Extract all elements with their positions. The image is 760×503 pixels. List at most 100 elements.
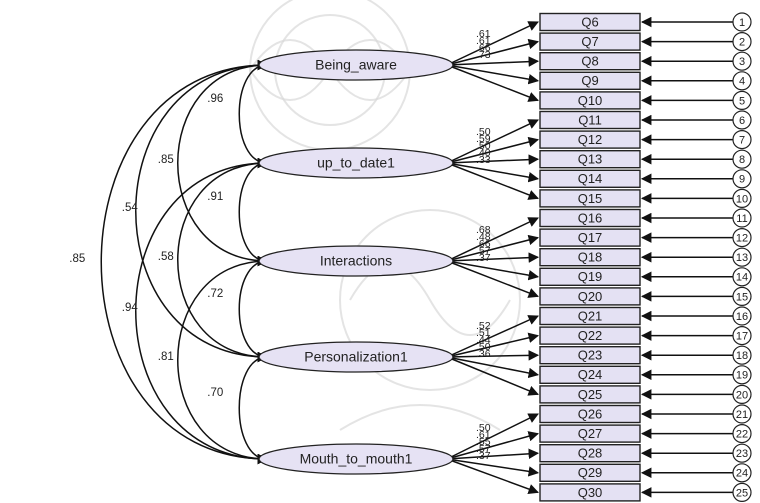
error-label-9: 9 [739, 174, 745, 186]
observed-box-Q22 [539, 326, 641, 345]
error-label-23: 23 [736, 448, 748, 460]
error-label-20: 20 [736, 389, 748, 401]
loading-arrow-Q14 [446, 162, 540, 183]
loading-arrow-Q29 [446, 458, 540, 477]
loading-arrow-Q7 [446, 38, 540, 66]
latent-label-Personalization1: Personalization1 [304, 349, 408, 365]
error-circle-21 [732, 404, 752, 424]
error-circle-19 [732, 365, 752, 385]
observed-box-Q30 [539, 483, 641, 502]
latent-ellipse-Mouth_to_mouth1 [258, 443, 454, 475]
error-label-24: 24 [736, 468, 748, 480]
loading-value-Q21: .52 [476, 320, 491, 332]
observed-label-Q27: Q27 [578, 426, 603, 441]
observed-box-Q10 [539, 91, 641, 110]
loading-arrow-Q21 [446, 315, 539, 358]
loading-arrow-Q18 [446, 252, 540, 263]
covariance-value-L1-L2: .96 [207, 93, 223, 105]
loading-arrow-Q9 [446, 64, 540, 85]
observed-label-Q22: Q22 [578, 328, 603, 343]
observed-label-Q20: Q20 [578, 289, 603, 304]
observed-label-Q11: Q11 [578, 112, 602, 127]
latent-ellipse-Interactions [258, 245, 454, 277]
observed-label-Q7: Q7 [581, 34, 598, 49]
loading-arrow-Q20 [446, 260, 539, 298]
latent-ellipse-up_to_date1 [258, 147, 454, 179]
error-label-5: 5 [739, 95, 745, 107]
error-circle-2 [732, 31, 752, 52]
covariance-value-L3-L5: .81 [158, 351, 174, 363]
observed-label-Q9: Q9 [581, 73, 598, 88]
error-label-2: 2 [739, 37, 745, 49]
error-circle-12 [732, 228, 752, 248]
latent-label-Being_aware: Being_aware [315, 57, 397, 73]
observed-box-Q24 [539, 365, 641, 384]
error-label-1: 1 [739, 17, 745, 29]
covariance-path-L1-L3 [177, 59, 269, 267]
covariance-value-L2-L3: .91 [207, 191, 223, 203]
loading-value-Q24: .50 [476, 341, 491, 353]
covariance-path-L1-L5 [100, 59, 269, 465]
loading-value-Q29: .57 [476, 443, 491, 455]
observed-label-Q14: Q14 [578, 171, 603, 186]
observed-box-Q29 [539, 463, 641, 482]
covariance-path-L3-L5 [177, 255, 269, 465]
error-circle-7 [732, 130, 752, 150]
observed-box-Q14 [539, 169, 641, 189]
covariance-layer: .96.91.72.70.85.58.81.54.94.85 [69, 59, 269, 465]
loading-value-Q30: .37 [476, 450, 491, 462]
loading-value-Q8: .66 [476, 42, 491, 54]
error-circle-24 [732, 463, 752, 483]
loading-value-Q19: .57 [476, 245, 491, 257]
observed-label-Q18: Q18 [578, 250, 603, 265]
observed-label-Q23: Q23 [578, 348, 603, 363]
loading-arrow-Q13 [446, 154, 540, 165]
error-label-6: 6 [739, 115, 745, 127]
error-label-11: 11 [736, 213, 747, 225]
covariance-path-L2-L3 [238, 157, 269, 267]
loading-value-Q15: .33 [476, 154, 491, 166]
loading-arrow-Q22 [446, 332, 540, 358]
loading-arrow-Q12 [446, 136, 540, 164]
error-label-4: 4 [739, 76, 745, 88]
observed-label-Q19: Q19 [578, 269, 603, 284]
observed-box-Q9 [539, 71, 641, 91]
latent-label-Mouth_to_mouth1: Mouth_to_mouth1 [300, 451, 413, 467]
observed-box-Q12 [539, 130, 641, 149]
loading-value-Q25: .36 [476, 348, 491, 360]
error-circle-14 [732, 267, 752, 287]
observed-label-Q13: Q13 [578, 152, 603, 167]
loading-arrow-Q6 [446, 21, 539, 66]
loading-value-Q23: .44 [476, 334, 491, 346]
error-label-21: 21 [736, 409, 748, 421]
loading-value-Q17: .48 [476, 231, 491, 243]
latent-ellipse-Personalization1 [258, 341, 454, 373]
loading-arrow-Q8 [446, 56, 540, 67]
observed-box-Q7 [539, 32, 641, 51]
error-label-25: 25 [736, 487, 748, 499]
latent-label-up_to_date1: up_to_date1 [317, 155, 395, 171]
error-label-19: 19 [736, 370, 748, 382]
observed-box-Q26 [539, 404, 641, 424]
error-label-18: 18 [736, 350, 748, 362]
observed-box-Q23 [539, 346, 641, 365]
loading-value-Q7: .61 [476, 35, 491, 47]
observed-label-Q10: Q10 [578, 93, 603, 108]
loading-arrow-Q19 [446, 260, 540, 281]
covariance-value-L1-L5: .85 [69, 253, 85, 265]
covariance-value-L4-L5: .70 [207, 387, 223, 399]
error-label-13: 13 [736, 252, 748, 264]
loading-arrow-Q28 [446, 448, 540, 460]
observed-box-Q25 [539, 385, 641, 404]
covariance-path-L2-L4 [177, 157, 269, 363]
loading-value-Q20: .37 [476, 252, 491, 264]
covariance-value-L1-L3: .85 [158, 154, 174, 166]
covariance-path-L4-L5 [238, 351, 269, 465]
observed-label-Q26: Q26 [578, 406, 603, 421]
loading-arrow-Q16 [446, 217, 539, 262]
loading-value-Q18: .66 [476, 238, 491, 250]
error-circle-23 [732, 443, 752, 463]
